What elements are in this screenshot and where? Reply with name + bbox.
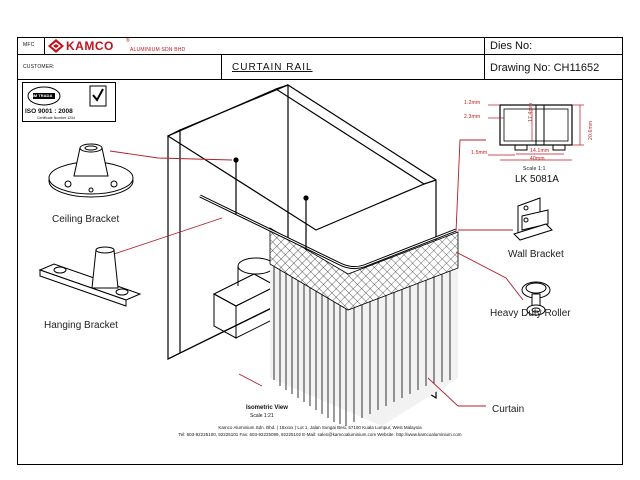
customer-label: CUSTOMER: bbox=[23, 64, 55, 70]
title-block-divider-2 bbox=[18, 79, 622, 80]
dim-2-3mm: 2.3mm bbox=[464, 114, 481, 120]
dim-1-2mm: 1.2mm bbox=[464, 100, 481, 106]
heavy-duty-roller-drawing bbox=[521, 281, 551, 316]
hanging-bracket-drawing bbox=[38, 246, 142, 307]
technical-drawing bbox=[38, 83, 584, 426]
dim-20-6mm: 20.6mm bbox=[588, 120, 594, 140]
label-hanging-bracket: Hanging Bracket bbox=[44, 320, 118, 331]
isometric-scale: Scale 1:21 bbox=[250, 413, 274, 419]
label-heavy-duty-roller: Heavy Duty Roller bbox=[490, 308, 571, 319]
wall-bracket-drawing bbox=[513, 197, 553, 241]
drawing-number: Drawing No: CH11652 bbox=[490, 62, 600, 74]
dim-14-1mm: 14.1mm bbox=[530, 148, 550, 154]
drawing-sheet: MFC KAMCO ® ALUMINIUM SDN BHD Dies No: C… bbox=[17, 37, 623, 465]
leader-lines bbox=[107, 139, 524, 407]
dim-17-4mm: 17.4mm bbox=[528, 102, 534, 122]
drawing-title: CURTAIN RAIL bbox=[232, 62, 313, 73]
iso-standard: ISO 9001 : 2008 bbox=[25, 108, 73, 115]
label-curtain: Curtain bbox=[492, 404, 525, 415]
bm-trada-seal-icon bbox=[27, 86, 61, 106]
toilet-fixture bbox=[212, 257, 278, 339]
back-wall bbox=[287, 83, 437, 400]
certification-box: BM TRADA ISO 9001 : 2008 Certificate Num… bbox=[22, 82, 116, 122]
label-ceiling-bracket: Ceiling Bracket bbox=[52, 214, 120, 225]
mfg-label: MFC bbox=[23, 42, 35, 48]
title-block-divider-1 bbox=[18, 54, 622, 55]
title-block-vsep-1 bbox=[221, 54, 222, 79]
profile-dimension-lines bbox=[488, 104, 584, 161]
brand-name: KAMCO bbox=[66, 39, 114, 53]
ukas-checkmark-icon bbox=[89, 85, 107, 107]
kamco-diamond-icon bbox=[48, 39, 64, 53]
cert-number: Certificate Number 1234 bbox=[37, 116, 75, 120]
hanging-rods bbox=[233, 157, 309, 250]
left-wall-edge bbox=[167, 129, 181, 360]
brand-subtitle: ALUMINIUM SDN BHD bbox=[130, 47, 186, 53]
footer-address: Kamco Aluminium Sdn. Bhd. ( 18xxxx ) Lot… bbox=[218, 425, 422, 430]
title-block-vsep-3 bbox=[44, 38, 45, 54]
dim-40mm: 40mm bbox=[530, 156, 545, 162]
dim-1-5mm: 1.5mm bbox=[471, 150, 488, 156]
footer-contact: Tel: 603-92225100, 92225101 Fax: 603-922… bbox=[178, 432, 462, 437]
curtain-mesh-band bbox=[269, 227, 459, 311]
dies-number-label: Dies No: bbox=[490, 40, 533, 52]
cert-badge-text: BM TRADA bbox=[31, 93, 53, 98]
label-wall-bracket: Wall Bracket bbox=[508, 249, 564, 260]
isometric-view-title: Isometric View bbox=[246, 405, 288, 411]
profile-code: LK 5081A bbox=[515, 174, 559, 185]
ceiling-bracket-drawing bbox=[48, 143, 134, 198]
profile-scale: Scale 1:1 bbox=[523, 166, 546, 172]
brand-logo: KAMCO ® ALUMINIUM SDN BHD bbox=[48, 38, 218, 54]
rail-profile-section bbox=[499, 104, 573, 151]
title-block-vsep-2 bbox=[484, 38, 485, 79]
